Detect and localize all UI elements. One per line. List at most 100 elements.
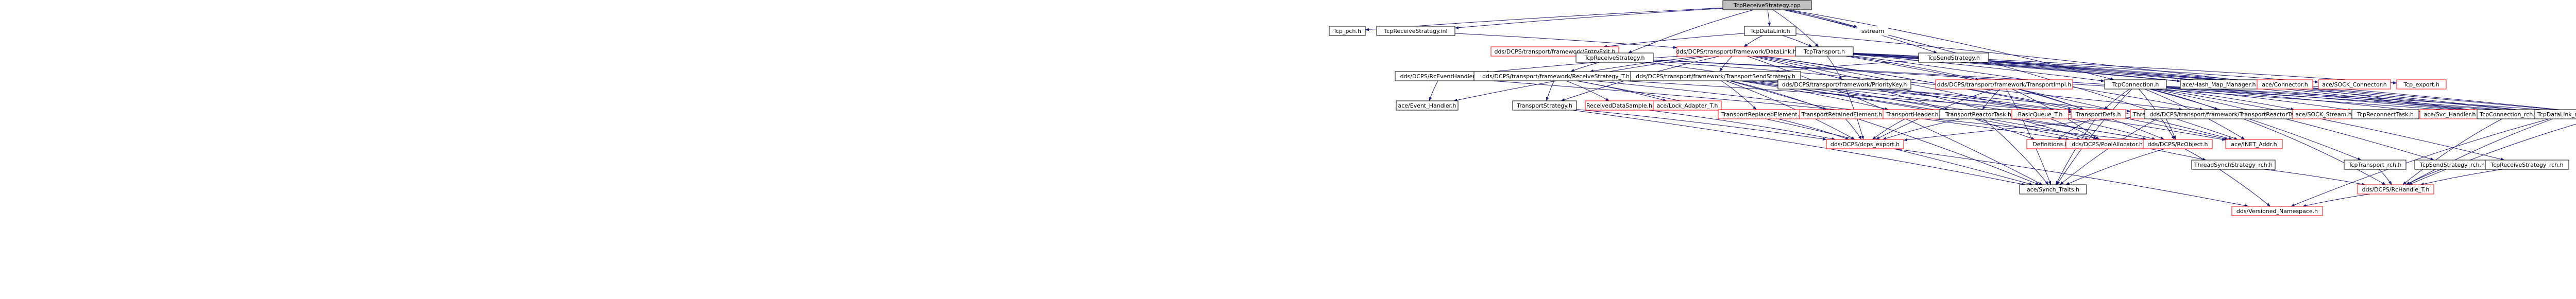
node-event-handler[interactable]: ace/Event_Handler.h (1396, 100, 1459, 111)
edge-rchandle-t-to-versioned-namespace (2302, 194, 2370, 207)
node-tcp-pch[interactable]: Tcp_pch.h (1329, 26, 1366, 36)
edge-root-to-tcprs-inl (1454, 8, 1723, 29)
edge-transportheader-to-dcps-export (1872, 118, 1905, 140)
node-label: ace/Lock_Adapter_T.h (1657, 102, 1718, 109)
edge-transportsendstrategy-to-transportheader (1739, 80, 1889, 111)
node-box (1826, 139, 1904, 149)
node-datalink[interactable]: dds/DCPS/transport/framework/DataLink.h (1676, 46, 1797, 57)
edge-threadsynchstrategy-rch-to-rchandle-t (2263, 169, 2366, 186)
node-label: dds/DCPS/RcEventHandler.h (1400, 73, 1480, 80)
node-transportheader[interactable]: TransportHeader.h (1883, 109, 1942, 119)
node-tcprs-inl[interactable]: TcpReceiveStrategy.inl (1376, 26, 1455, 36)
node-tcpconnection[interactable]: TcpConnection.h (2104, 79, 2167, 90)
node-tcprs-h[interactable]: TcpReceiveStrategy.h (1575, 52, 1654, 63)
node-label: TransportDefs.h (2076, 111, 2121, 118)
node-label: ace/Synch_Traits.h (2027, 186, 2079, 193)
edge-transportimpl-to-transportreactortask (1982, 89, 2001, 110)
node-prioritykey[interactable]: dds/DCPS/transport/framework/PriorityKey… (1777, 79, 1911, 90)
node-tcpsendstrategy[interactable]: TcpSendStrategy.h (1918, 52, 1989, 63)
node-tcpconnection-rch[interactable]: TcpConnection_rch.h (2477, 109, 2541, 119)
node-box (1935, 79, 2073, 90)
edge-tcpdatalink-to-entryexit (1603, 33, 1745, 48)
node-transportreactortask[interactable]: TransportReactorTask.h (1939, 109, 2018, 119)
node-label: ace/SOCK_Connector.h (2322, 81, 2387, 88)
edge-receivestrategy-t-to-synch-traits (1576, 80, 2033, 186)
node-versioned-namespace[interactable]: dds/Versioned_Namespace.h (2231, 206, 2323, 216)
edge-transportstrategy-to-synch-traits (1572, 110, 2025, 186)
edge-tcpdatalink-to-datalink (1743, 35, 1763, 47)
node-label: dds/DCPS/transport/framework/TransportSe… (1636, 73, 1795, 80)
node-tcptransport-rch[interactable]: TcpTransport_rch.h (2344, 160, 2406, 170)
node-transportretainedelement[interactable]: TransportRetainedElement.h (1799, 109, 1885, 119)
node-definitions[interactable]: Definitions.h (2026, 139, 2075, 149)
edge-tcpconnection-to-tcpconnection-rch (2166, 86, 2478, 113)
node-threadsynchstrategy-rch[interactable]: ThreadSynchStrategy_rch.h (2191, 160, 2276, 170)
node-ace-sock-connector[interactable]: ace/SOCK_Connector.h (2318, 79, 2391, 90)
node-box (2143, 139, 2213, 149)
node-box (1722, 0, 1812, 10)
node-lock-adapter-t[interactable]: ace/Lock_Adapter_T.h (1653, 100, 1722, 111)
edge-tcpconnection-to-synch-traits (2056, 89, 2132, 185)
node-label: TransportHeader.h (1886, 111, 1938, 118)
edge-transportretainedelement-to-dcps-export (1845, 118, 1862, 140)
node-tcpdatalink-rch[interactable]: TcpDataLink_rch.h (2534, 109, 2576, 119)
node-ace-svc-handler[interactable]: ace/Svc_Handler.h (2419, 109, 2480, 119)
node-ace-connector[interactable]: ace/Connector.h (2257, 79, 2313, 90)
node-box (2318, 79, 2391, 90)
node-transportsendstrategy[interactable]: dds/DCPS/transport/framework/TransportSe… (1630, 71, 1801, 81)
node-ace-sock-stream[interactable]: ace/SOCK_Stream.h (2292, 109, 2355, 119)
node-box (1857, 26, 1888, 36)
edge-tcpconnection-rch-to-rchandle-t (2402, 118, 2502, 185)
node-label: TcpReceiveStrategy.inl (1383, 28, 1447, 34)
node-reactortask-rch[interactable]: dds/DCPS/transport/framework/TransportRe… (2144, 109, 2323, 119)
edge-datalink-to-receivestrategy-t (1589, 56, 1703, 73)
node-box (1396, 100, 1459, 111)
dependency-edges (1365, 7, 2576, 207)
node-tcp-export[interactable]: Tcp_export.h (2396, 79, 2447, 90)
edge-tcptransport-to-prioritykey (1827, 56, 1842, 80)
node-transportdefs[interactable]: TransportDefs.h (2071, 109, 2126, 119)
node-box (2011, 109, 2069, 119)
edge-tcptransport-to-tcpconnection (1853, 54, 2105, 82)
node-label: Definitions.h (2032, 141, 2068, 148)
node-rchandle-t[interactable]: dds/DCPS/RcHandle_T.h (2357, 184, 2434, 195)
node-receiveddatasample[interactable]: ReceivedDataSample.h (1585, 100, 1654, 111)
node-receivestrategy-t[interactable]: dds/DCPS/transport/framework/ReceiveStra… (1473, 71, 1638, 81)
node-dcps-export[interactable]: dds/DCPS/dcps_export.h (1826, 139, 1904, 149)
node-transportstrategy[interactable]: TransportStrategy.h (1512, 100, 1577, 111)
edge-tcpdatalink-rch-to-versioned-namespace (2291, 118, 2550, 207)
edge-transportreactortask-to-dcps-export (1882, 118, 1961, 140)
edge-datalink-to-inet-addr (1762, 56, 2228, 140)
node-tcpdatalink[interactable]: TcpDataLink.h (1744, 26, 1797, 36)
node-label: TcpReceiveStrategy.cpp (1733, 2, 1801, 9)
node-tcptransport[interactable]: TcpTransport.h (1795, 46, 1854, 57)
node-tcpsendstrategy-rch[interactable]: TcpSendStrategy_rch.h (2414, 160, 2490, 170)
node-box (1795, 46, 1854, 57)
edge-datalink-to-definitions (1752, 56, 2035, 140)
node-synch-traits[interactable]: ace/Synch_Traits.h (2019, 184, 2087, 195)
node-tcpreceivestrategy-rch[interactable]: TcpReceiveStrategy_rch.h (2485, 160, 2569, 170)
node-rceventhandler[interactable]: dds/DCPS/RcEventHandler.h (1395, 71, 1485, 81)
node-label: dds/DCPS/RcHandle_T.h (2362, 186, 2430, 193)
edge-tcptransport-to-inet-addr (1845, 56, 2233, 140)
node-basicqueue-t[interactable]: BasicQueue_T.h (2011, 109, 2069, 119)
edge-transportreplacedelement-to-dcps-export (1777, 118, 1850, 140)
node-label: TransportRetainedElement.h (1801, 111, 1882, 118)
edge-threadsynchworker-to-dcps-export (1903, 117, 2131, 142)
node-rcobject[interactable]: dds/DCPS/RcObject.h (2143, 139, 2213, 149)
node-inet-addr[interactable]: ace/INET_Addr.h (2225, 139, 2283, 149)
node-poolallocator[interactable]: dds/DCPS/PoolAllocator.h (2065, 139, 2149, 149)
edge-tcpdatalink-rch-to-rchandle-t (2405, 118, 2553, 185)
node-label: TcpSendStrategy_rch.h (2419, 162, 2485, 168)
node-label: dds/DCPS/RcObject.h (2148, 141, 2208, 148)
edge-tcpdatalink-to-tcptransport (1782, 35, 1812, 47)
edge-datalink-to-rceventhandler (1484, 56, 1681, 74)
node-sstream[interactable]: sstream (1857, 26, 1888, 36)
node-transportreplacedelement[interactable]: TransportReplacedElement.h (1718, 109, 1806, 119)
edge-transportimpl-to-transportdefs (2019, 89, 2084, 110)
node-hash-map-manager[interactable]: ace/Hash_Map_Manager.h (2180, 79, 2258, 90)
node-label: TcpConnection_rch.h (2479, 111, 2538, 118)
node-transportimpl[interactable]: dds/DCPS/transport/framework/TransportIm… (1935, 79, 2073, 90)
node-root[interactable]: TcpReceiveStrategy.cpp (1722, 0, 1812, 10)
node-tcpreconnecttask[interactable]: TcpReconnectTask.h (2351, 109, 2419, 119)
